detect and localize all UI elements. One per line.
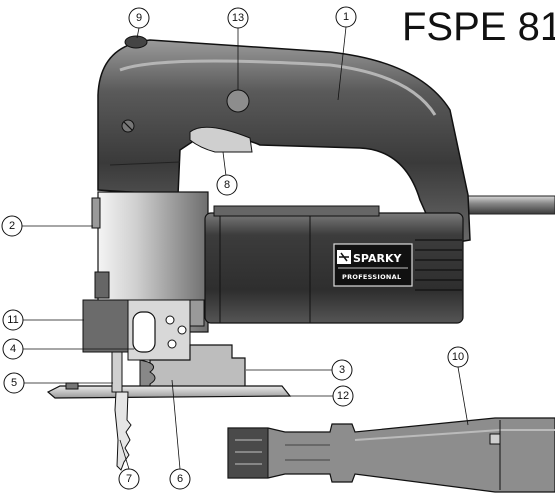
svg-text:7: 7 — [126, 473, 132, 485]
dust-adapter — [227, 417, 555, 493]
callout-3: 3 — [331, 359, 353, 381]
power-cord — [454, 195, 555, 215]
svg-text:12: 12 — [337, 390, 349, 402]
brand-name: SPARKY — [353, 252, 402, 265]
callout-5: 5 — [3, 372, 25, 394]
svg-text:3: 3 — [339, 364, 345, 376]
svg-text:1: 1 — [343, 11, 349, 23]
svg-text:8: 8 — [224, 179, 230, 191]
top-knob — [124, 35, 148, 49]
base-plate — [46, 382, 292, 399]
callout-2: 2 — [1, 215, 23, 237]
callout-8: 8 — [216, 174, 238, 196]
trigger-switch — [189, 126, 253, 153]
svg-text:5: 5 — [11, 377, 17, 389]
callout-7: 7 — [118, 468, 140, 490]
lock-button — [226, 89, 250, 113]
callout-12: 12 — [332, 385, 354, 407]
callout-4: 4 — [2, 338, 24, 360]
callout-10: 10 — [447, 346, 469, 368]
plunger — [111, 351, 123, 393]
callout-9: 9 — [128, 7, 150, 29]
brand-subtitle: PROFESSIONAL — [342, 273, 401, 281]
leader-lines — [22, 26, 469, 470]
svg-text:11: 11 — [7, 314, 18, 326]
callout-1: 1 — [335, 6, 357, 28]
svg-text:9: 9 — [136, 12, 142, 24]
saw-blade — [114, 391, 132, 471]
callout-13: 13 — [227, 7, 249, 29]
callout-11: 11 — [2, 309, 24, 331]
svg-text:10: 10 — [452, 351, 464, 363]
callout-6: 6 — [169, 468, 191, 490]
pendulum-selector — [82, 299, 205, 361]
svg-text:4: 4 — [10, 343, 16, 355]
svg-text:2: 2 — [9, 220, 15, 232]
svg-text:13: 13 — [232, 12, 244, 24]
model-title: FSPE 81 — [402, 5, 555, 49]
svg-text:6: 6 — [177, 473, 183, 485]
brand-plate: SPARKY PROFESSIONAL — [333, 243, 413, 287]
